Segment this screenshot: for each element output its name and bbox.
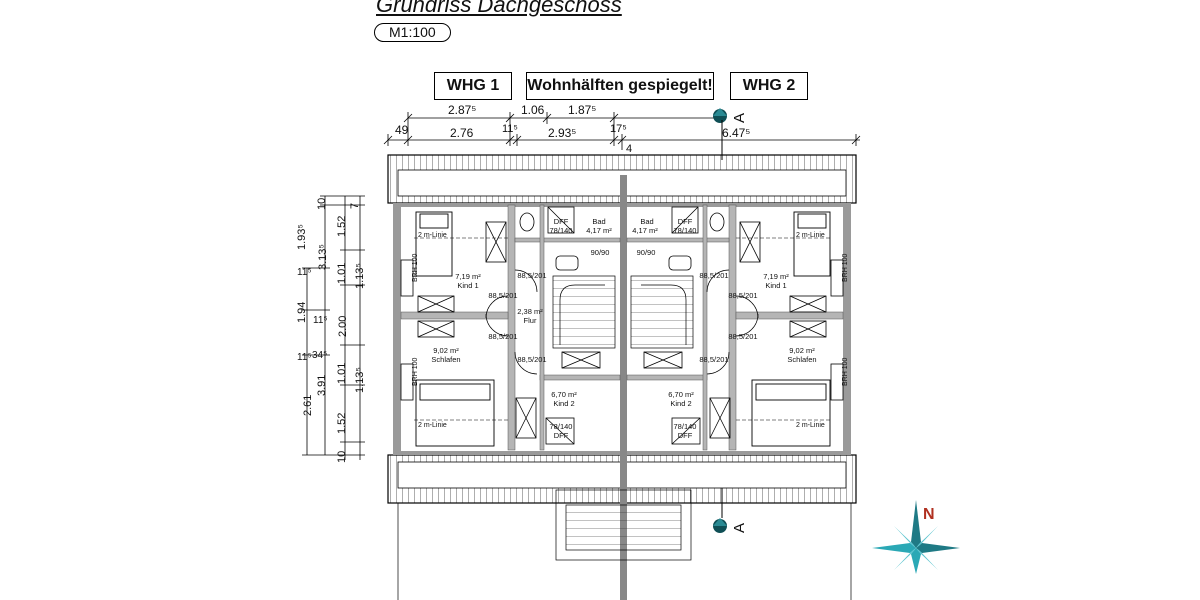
room-bad-name-r: Bad [640,217,653,226]
dim-top-1: 2.87⁵ [448,103,476,117]
dim-left-d5: 10 [336,451,348,463]
door-swings [485,269,759,375]
brh-label-1: BRH 100 [412,253,419,282]
dim-left-c2: 2.00 [337,316,349,337]
dim-left-b1: 1.93⁵ [296,224,308,250]
dimension-chain-left [302,195,365,460]
dim-left-a2: 11⁵ [297,352,312,363]
section-label-bottom: A [731,523,748,533]
unit-1-label: WHG 1 [434,72,512,100]
door-size-5: 88,5/201 [699,271,728,280]
two-m-line-3: 2 m-Linie [796,232,825,239]
room-kind2-name-r: Kind 2 [670,399,691,408]
staircase-right [630,275,694,349]
terrace-outline [397,489,852,600]
compass-rose-icon: N [872,500,960,574]
brh-label-2: BRH 100 [412,357,419,386]
room-schlafen-area: 9,02 m² [433,346,459,355]
room-schlafen-name: Schlafen [431,355,460,364]
building-outline [393,175,851,600]
drawing-title: Grundriss Dachgeschoss [376,0,622,17]
door-size-4: 88,5/201 [517,355,546,364]
dff-size-3: 78/140 [674,226,697,235]
section-marker-top [713,108,727,160]
dim-left-a3: 2.61 [302,395,314,416]
dim-top-2: 1.06 [521,103,545,117]
room-schlafen-name-r: Schlafen [787,355,816,364]
dim-left-b2: 1.94 [296,302,308,323]
section-label-top: A [731,113,748,123]
shower-size-left: 90/90 [591,248,610,257]
interior-walls [400,204,844,451]
dff-label-2: DFF [554,431,569,440]
room-flur-name: Flur [524,316,537,325]
brh-label-4: BRH 100 [842,357,849,386]
dim-top-8: 17⁵ [610,123,627,135]
dormer-windows [400,259,844,401]
dim-left-d2: 7 [349,203,361,209]
dim-left-a1: 11⁵ [297,267,312,278]
staircase-left [552,275,616,349]
door-size-2: 88,5/201 [488,291,517,300]
scale-badge: M1:100 [374,23,451,42]
dim-left-c3: 1.52 [336,216,348,237]
room-kind2-area: 6,70 m² [551,390,577,399]
dim-top-6: 11⁵ [502,123,518,135]
room-kind2-area-r: 6,70 m² [668,390,694,399]
dim-left-b4: 3.91 [316,375,328,396]
brh-label-3: BRH 100 [842,253,849,282]
dim-top-5: 2.76 [450,126,474,140]
room-kind1-name: Kind 1 [457,281,478,290]
compass-north-label: N [923,506,935,523]
room-labels-right: 7,19 m² Kind 1 9,02 m² Schlafen Bad 4,17… [632,217,816,440]
beds [415,211,831,447]
dim-top-7: 2.93⁵ [548,126,576,140]
two-m-line-2: 2 m-Linie [418,422,447,429]
door-size-6: 88,5/201 [728,291,757,300]
dff-label-4: DFF [678,431,693,440]
section-marker-bottom [713,488,727,533]
door-size-3: 88,5/201 [488,332,517,341]
sanitary-fixtures [519,212,725,271]
dim-left-c4: 1.01 [336,263,348,284]
dim-top-3: 1.87⁵ [568,103,596,117]
two-m-line-1: 2 m-Linie [418,232,447,239]
room-kind2-name: Kind 2 [553,399,574,408]
two-m-line-4: 2 m-Linie [796,422,825,429]
dim-left-b3: 34⁵ [312,350,327,361]
dim-left-c1: 3.13⁵ [317,244,329,270]
room-flur-area: 2,38 m² [517,307,543,316]
room-kind1-name-r: Kind 1 [765,281,786,290]
room-bad-name: Bad [592,217,605,226]
dimension-chain-top [383,112,861,150]
dim-left-c5: 1.01 [336,363,348,384]
dim-left-c6: 1.52 [336,413,348,434]
dim-left-d4: 1.13⁵ [354,367,366,393]
dff-size-4: 78/140 [674,422,697,431]
dff-size-2: 78/140 [550,422,573,431]
room-bad-area: 4,17 m² [586,226,612,235]
room-kind1-area-r: 7,19 m² [763,272,789,281]
dim-top-9: 6.47⁵ [722,126,750,140]
door-size-8: 88,5/201 [699,355,728,364]
dim-left-c7: 11⁵ [313,315,328,326]
room-kind1-area: 7,19 m² [455,272,481,281]
dff-label-3: DFF [678,217,693,226]
door-size-7: 88,5/201 [728,332,757,341]
room-schlafen-area-r: 9,02 m² [789,346,815,355]
door-size-1: 88,5/201 [517,271,546,280]
dim-left-d3: 1.13⁵ [354,263,366,289]
dim-top-4: 49 [395,123,409,137]
mirror-note: Wohnhälften gespiegelt! [526,72,714,100]
dff-size-1: 78/140 [550,226,573,235]
skylights [417,206,827,445]
shower-size-right: 90/90 [637,248,656,257]
room-bad-area-r: 4,17 m² [632,226,658,235]
unit-2-label: WHG 2 [730,72,808,100]
dim-left-d1: 10 [316,198,328,210]
dff-label-1: DFF [554,217,569,226]
dim-top-center: 4 [626,143,632,155]
room-labels-left: 7,19 m² Kind 1 9,02 m² Schlafen 2,38 m² … [431,217,612,440]
